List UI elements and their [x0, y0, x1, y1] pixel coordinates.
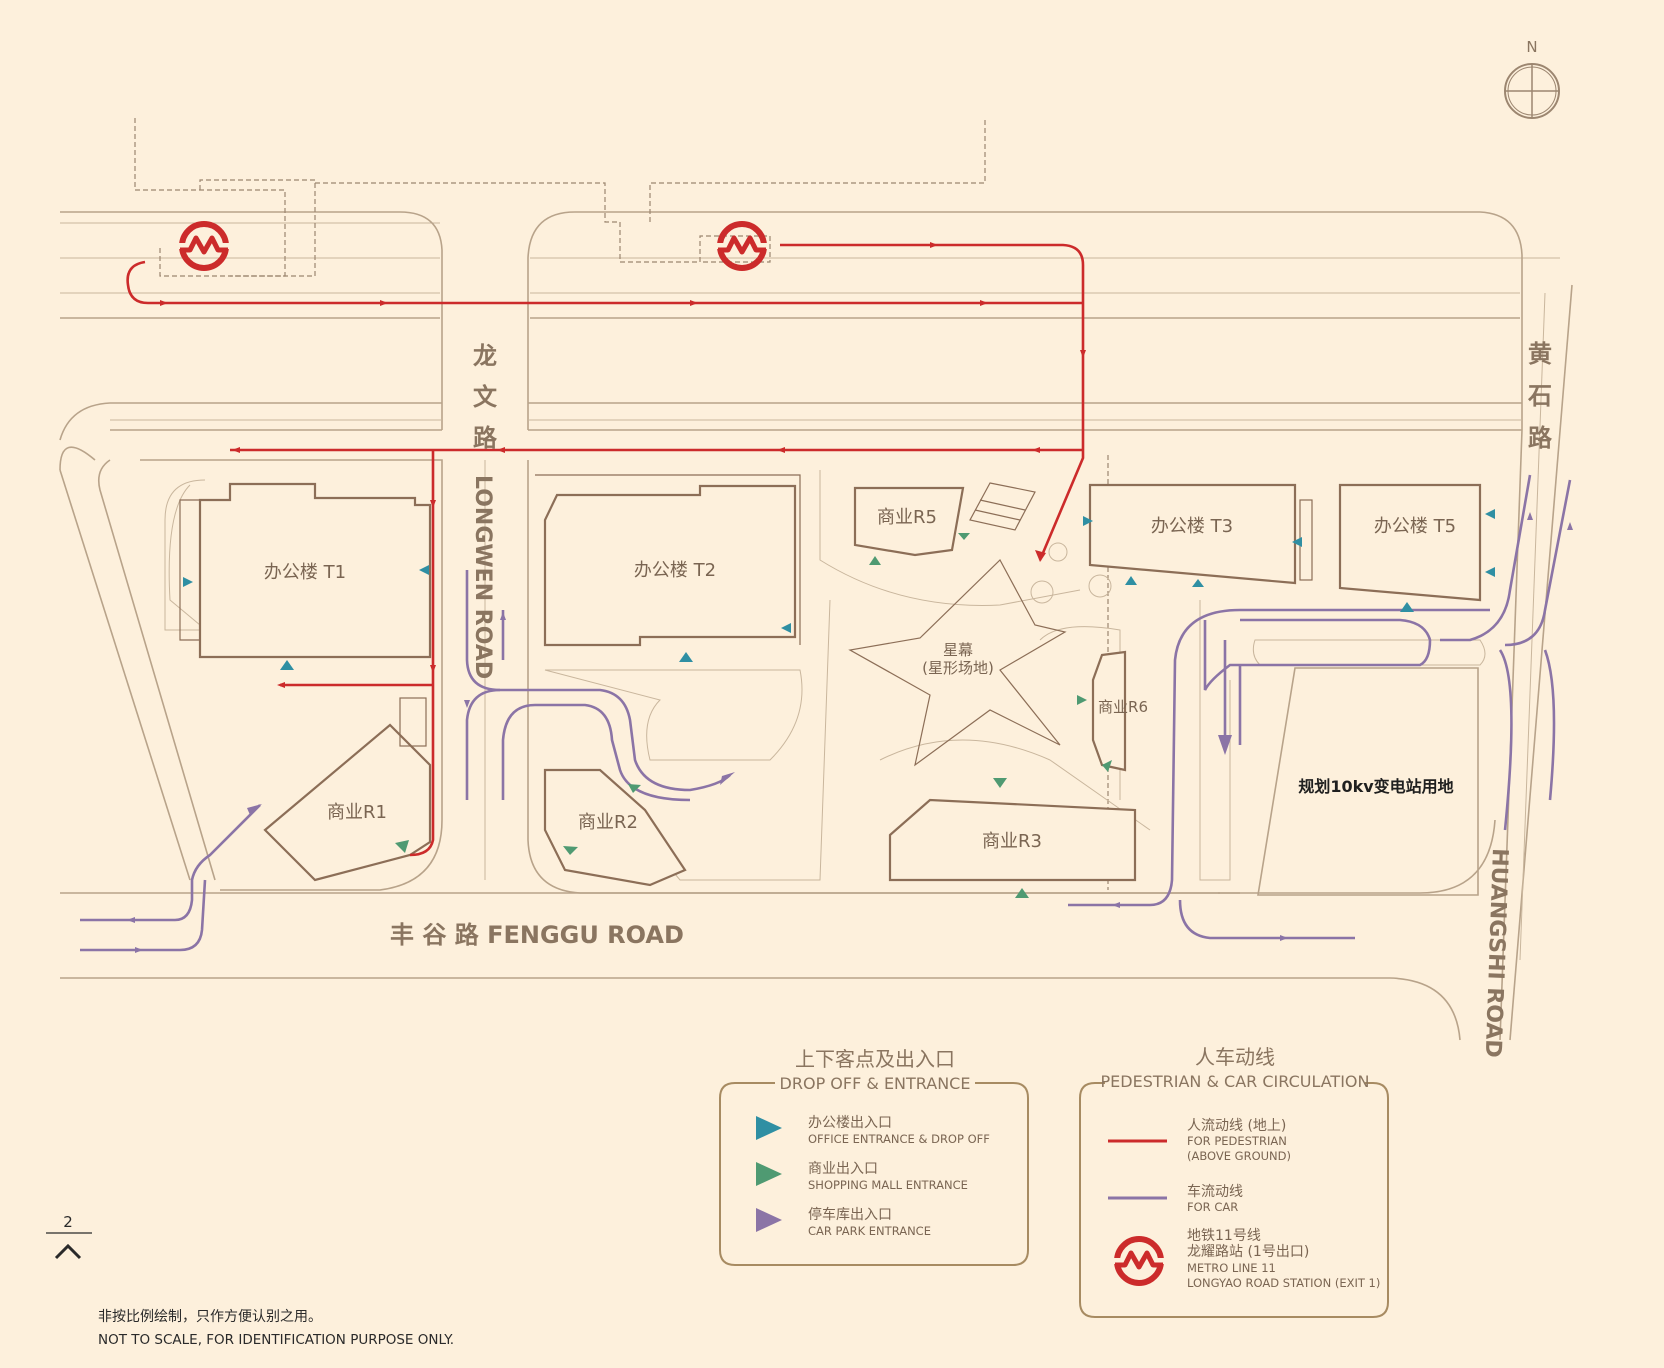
huangshi-road-en: HUANGSHI ROAD [1480, 848, 1512, 1058]
legend-dropoff-title-cn: 上下客点及出入口 [795, 1047, 955, 1071]
longwen-road-cn: 龙 文 路 [473, 342, 498, 452]
pedestrian-routes [126, 242, 1086, 857]
carpark-entrance-icon [756, 1208, 782, 1232]
mall-entrance-icon [756, 1162, 782, 1186]
label-r5: 商业R5 [877, 507, 937, 528]
label-r2: 商业R2 [578, 812, 638, 833]
legend-circulation: 人车动线 PEDESTRIAN & CAR CIRCULATION 人流动线 (… [1079, 1045, 1389, 1318]
building-t5 [1338, 483, 1482, 602]
legend-dropoff: 上下客点及出入口 DROP OFF & ENTRANCE 办公楼出入口 OFFI… [719, 1047, 1029, 1266]
chevron-up-icon [54, 1243, 82, 1260]
svg-text:龙: 龙 [473, 342, 497, 370]
label-t1: 办公楼 T1 [264, 562, 346, 583]
legend-metro-en-2: LONGYAO ROAD STATION (EXIT 1) [1187, 1276, 1380, 1290]
label-r1: 商业R1 [327, 802, 387, 823]
legend-office-en: OFFICE ENTRANCE & DROP OFF [808, 1132, 990, 1146]
note-cn: 非按比例绘制，只作方便认别之用。 [98, 1309, 322, 1325]
legend-circulation-title-en: PEDESTRIAN & CAR CIRCULATION [1101, 1072, 1370, 1091]
legend-ped-cn: 人流动线 (地上) [1187, 1118, 1286, 1134]
svg-text:路: 路 [473, 424, 498, 452]
legend-metro-cn-1: 地铁11号线 [1187, 1228, 1261, 1244]
svg-text:黄: 黄 [1528, 340, 1552, 368]
label-substation: 规划10kv变电站用地 [1298, 777, 1453, 796]
svg-text:文: 文 [473, 383, 498, 411]
label-t3: 办公楼 T3 [1151, 516, 1233, 537]
mall-entrances [395, 533, 1112, 898]
legend-carpark-cn: 停车库出入口 [808, 1206, 892, 1223]
legend-mall-en: SHOPPING MALL ENTRANCE [808, 1178, 968, 1192]
legend-dropoff-title-en: DROP OFF & ENTRANCE [780, 1074, 971, 1093]
legend-ped-en-1: FOR PEDESTRIAN [1187, 1134, 1287, 1148]
note-en: NOT TO SCALE, FOR IDENTIFICATION PURPOSE… [98, 1332, 454, 1348]
label-r3: 商业R3 [982, 831, 1042, 852]
legend-car-cn: 车流动线 [1187, 1183, 1243, 1200]
label-t2: 办公楼 T2 [634, 560, 716, 581]
star-plaza [848, 559, 1067, 767]
label-plaza-2: (星形场地) [922, 659, 994, 677]
building-r3 [888, 798, 1137, 882]
metro-station-west [178, 224, 230, 268]
legend-ped-en-2: (ABOVE GROUND) [1187, 1149, 1291, 1163]
car-routes [80, 474, 1573, 953]
legend-mall-cn: 商业出入口 [808, 1161, 878, 1177]
huangshi-road-cn: 黄 石 路 [1527, 340, 1553, 452]
label-r6: 商业R6 [1098, 698, 1148, 716]
metro-station-east [716, 224, 768, 268]
building-r5 [853, 486, 965, 557]
road-network [59, 118, 1573, 1041]
metro-logo-icon [1113, 1239, 1165, 1283]
building-r2 [543, 768, 687, 887]
office-entrance-icon [756, 1116, 782, 1140]
page-number: 2 [46, 1213, 92, 1260]
label-plaza-1: 星幕 [943, 641, 973, 659]
legend-office-cn: 办公楼出入口 [808, 1115, 892, 1131]
legend-circulation-title-cn: 人车动线 [1195, 1045, 1275, 1069]
office-entrances [183, 509, 1495, 670]
legend-car-en: FOR CAR [1187, 1200, 1238, 1214]
svg-text:2: 2 [63, 1213, 73, 1231]
legend-metro-en-1: METRO LINE 11 [1187, 1261, 1276, 1275]
fenggu-road: 丰 谷 路 FENGGU ROAD [390, 921, 684, 949]
north-label: N [1526, 38, 1537, 56]
stairs-r5 [969, 482, 1036, 531]
svg-text:路: 路 [1528, 424, 1553, 452]
building-t1 [179, 482, 432, 659]
legend-carpark-en: CAR PARK ENTRANCE [808, 1224, 931, 1238]
building-t2 [535, 474, 801, 647]
svg-text:石: 石 [1527, 382, 1552, 410]
label-t5: 办公楼 T5 [1374, 516, 1456, 537]
building-r1 [263, 697, 432, 882]
substation-site [1257, 667, 1479, 896]
longwen-road-en: LONGWEN ROAD [470, 475, 495, 679]
north-compass: N [1504, 38, 1560, 119]
legend-metro-cn-2: 龙耀路站 (1号出口) [1187, 1244, 1309, 1260]
